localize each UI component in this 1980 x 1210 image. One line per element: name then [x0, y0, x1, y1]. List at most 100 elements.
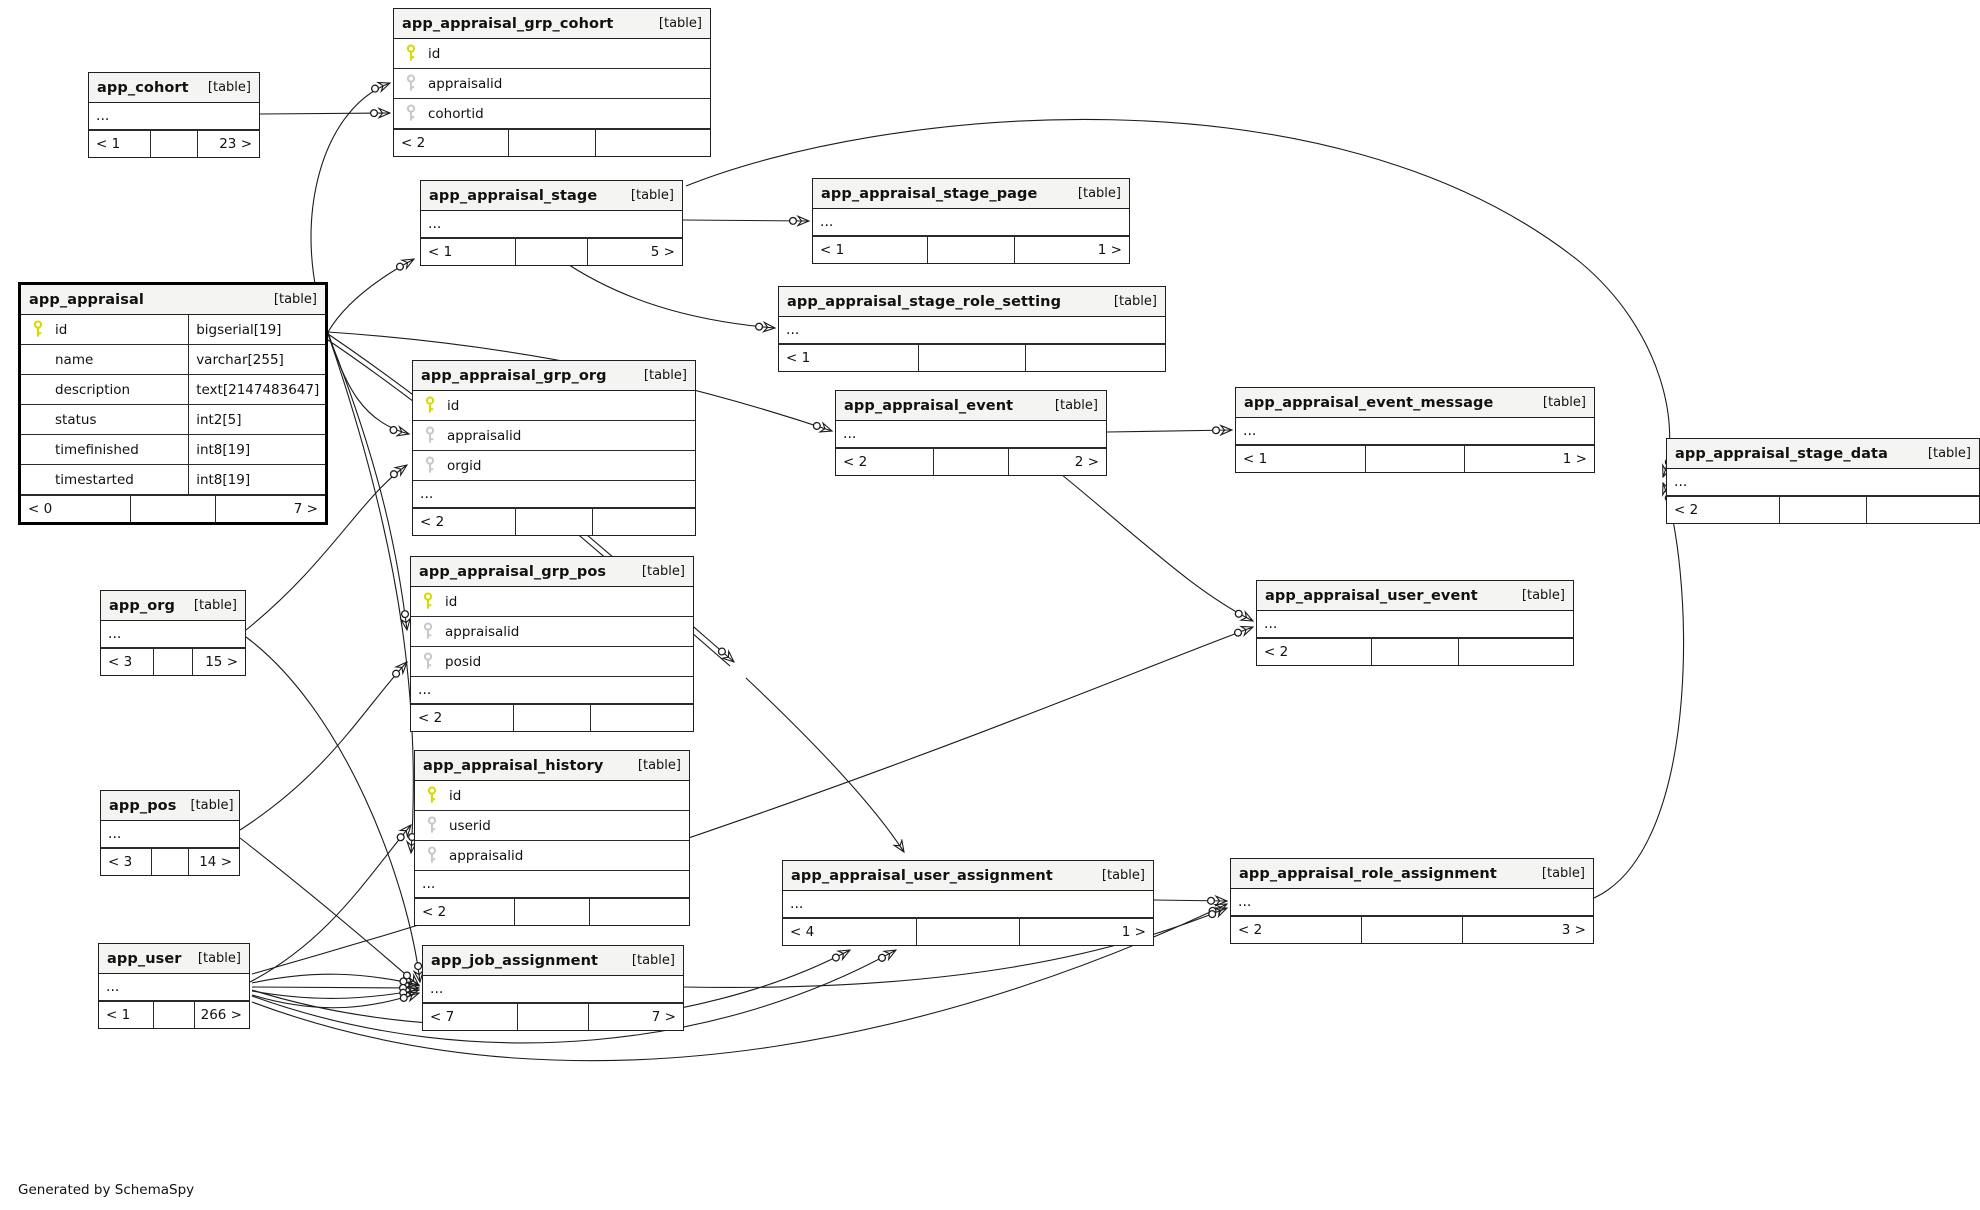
table-header: app_appraisal_grp_cohort[table] — [394, 9, 710, 39]
table-degree-footer: < 2 — [413, 508, 695, 535]
column-name: appraisalid — [449, 847, 524, 864]
parent-count: < 1 — [820, 242, 845, 258]
column-name: description — [55, 381, 131, 398]
column-type: bigserial[19] — [188, 315, 325, 344]
table-name: app_appraisal_user_assignment — [791, 867, 1053, 884]
relationship-app_user-to-app_job_assignment — [251, 990, 419, 999]
footer-spacer — [1779, 497, 1867, 523]
foreign-key-icon — [394, 74, 428, 93]
table-app_appraisal_stage_data[interactable]: app_appraisal_stage_data[table]...< 2 — [1666, 438, 1980, 524]
table-header: app_appraisal_user_event[table] — [1257, 581, 1573, 611]
foreign-key-icon — [413, 456, 447, 475]
foreign-key-icon — [411, 652, 445, 671]
table-header: app_org[table] — [101, 591, 245, 621]
child-count — [1459, 639, 1573, 665]
hidden-columns-ellipsis: ... — [779, 317, 1165, 344]
column-name: name — [55, 351, 94, 368]
table-header: app_appraisal_role_assignment[table] — [1231, 859, 1593, 889]
relationship-app_appraisal_role_assignment-to-app_appraisal_stage_data — [1593, 483, 1685, 899]
column-name: cohortid — [428, 105, 484, 122]
child-count — [591, 705, 693, 731]
table-name: app_org — [109, 597, 175, 614]
column-type: int8[19] — [188, 435, 325, 464]
table-type-tag: [table] — [207, 80, 251, 95]
table-degree-footer: < 0 7 > — [21, 495, 325, 522]
table-app_appraisal_user_event[interactable]: app_appraisal_user_event[table]...< 2 — [1256, 580, 1574, 666]
relationship-app_user-to-app_job_assignment — [251, 993, 419, 1009]
parent-count: < 2 — [1674, 502, 1699, 518]
table-degree-footer: < 2 — [411, 704, 693, 731]
column-row-appraisalid: appraisalid — [394, 69, 710, 99]
table-name: app_appraisal_stage — [429, 187, 598, 204]
table-name: app_appraisal_grp_pos — [419, 563, 607, 580]
parent-count: < 0 — [28, 501, 53, 517]
footer-spacer — [916, 919, 1020, 945]
child-count: 7 > — [651, 1009, 676, 1025]
foreign-key-icon — [415, 846, 449, 865]
footer-spacer — [150, 849, 190, 875]
table-header: app_appraisal_stage [table] — [421, 181, 682, 211]
child-count: 266 > — [200, 1007, 242, 1023]
parent-count: < 1 — [428, 244, 453, 260]
table-type-tag: [table] — [630, 188, 674, 203]
footer-spacer — [1364, 446, 1466, 472]
footer-spacer — [1370, 639, 1460, 665]
table-degree-footer: < 1 — [779, 344, 1165, 371]
table-type-tag: [table] — [1541, 866, 1585, 881]
relationship-app_appraisal_user_assignment-to-app_appraisal_role_assignment — [1153, 900, 1227, 901]
footer-spacer — [150, 131, 198, 157]
table-app_appraisal_stage_role_setting[interactable]: app_appraisal_stage_role_setting[table].… — [778, 286, 1166, 372]
table-type-tag: [table] — [631, 953, 675, 968]
generator-credit: Generated by SchemaSpy — [18, 1182, 195, 1198]
table-name: app_user — [107, 950, 182, 967]
table-app_appraisal_user_assignment[interactable]: app_appraisal_user_assignment[table]...<… — [782, 860, 1154, 946]
table-header: app_appraisal_grp_pos [table] — [411, 557, 693, 587]
child-count — [1026, 345, 1165, 371]
table-type-tag: [table] — [643, 368, 687, 383]
table-name: app_appraisal_stage_page — [821, 185, 1038, 202]
relationship-app_user-to-app_job_assignment — [251, 987, 419, 988]
primary-key-icon — [394, 44, 428, 63]
table-degree-footer: < 2 — [1667, 496, 1979, 523]
primary-key-icon — [413, 396, 447, 415]
child-count: 7 > — [293, 501, 318, 517]
child-count — [590, 899, 689, 925]
table-app_appraisal_event_message[interactable]: app_appraisal_event_message[table]...< 1… — [1235, 387, 1595, 473]
relationship-app_appraisal_stage-to-app_appraisal_stage_page — [682, 220, 809, 221]
child-count: 1 > — [1562, 451, 1587, 467]
relationship-app_user-to-app_job_assignment — [251, 973, 419, 985]
column-name: userid — [449, 817, 491, 834]
table-name: app_appraisal_event — [844, 397, 1014, 414]
table-type-tag: [table] — [641, 564, 685, 579]
footer-spacer — [512, 705, 592, 731]
relationship-app_user-to-app_appraisal_role_assignment — [251, 904, 1227, 1062]
child-count: 23 > — [219, 136, 252, 152]
table-app_appraisal_role_assignment[interactable]: app_appraisal_role_assignment[table]...<… — [1230, 858, 1594, 944]
footer-spacer — [933, 449, 1009, 475]
footer-spacer — [514, 239, 589, 265]
column-row-id: id — [413, 391, 695, 421]
table-name: app_appraisal_grp_org — [421, 367, 607, 384]
